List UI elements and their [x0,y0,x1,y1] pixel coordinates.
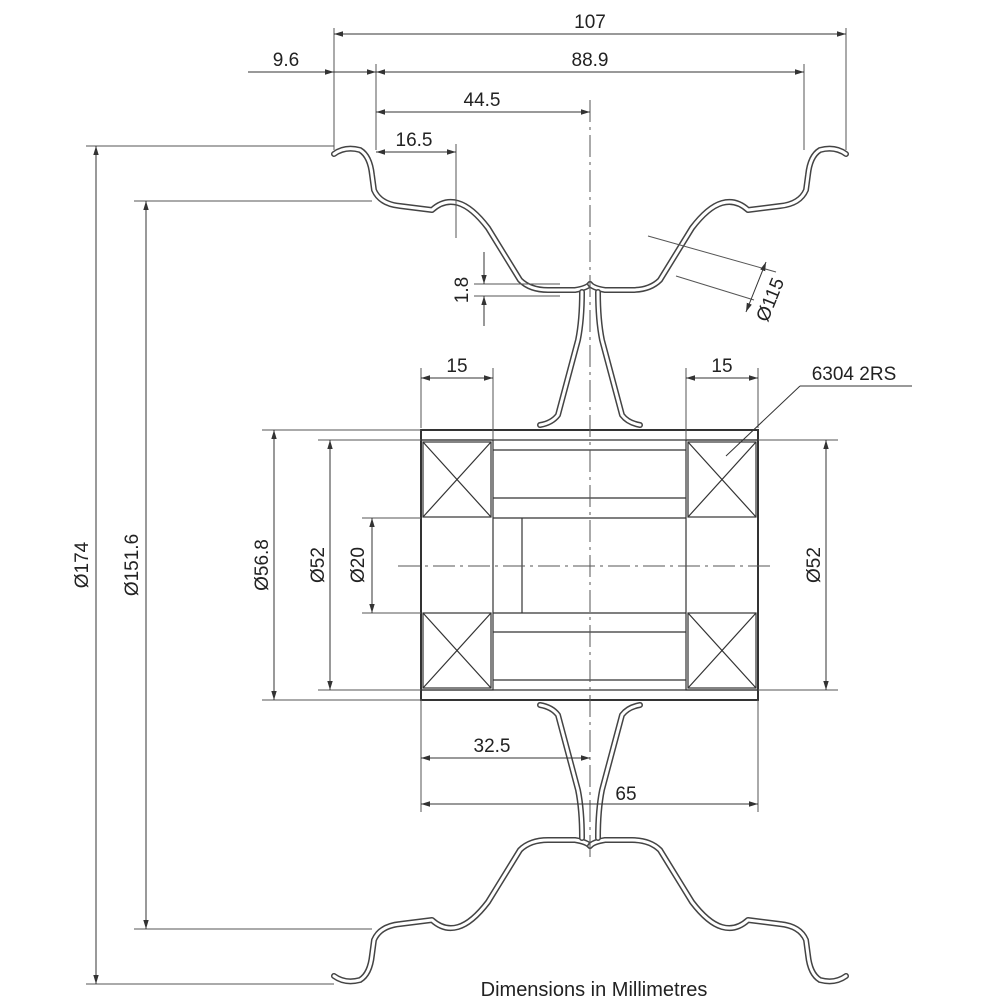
bearing-left [420,439,494,691]
dimension-lines [86,28,912,985]
dim-bearing-width-left: 15 [446,356,467,377]
dim-dia-20: Ø20 [348,547,369,583]
dim-web-thickness: 1.8 [452,277,473,303]
dim-overall-width: 107 [574,12,606,33]
rim-profile-top [331,145,849,428]
dim-dia-56-8: Ø56.8 [252,539,273,591]
dim-rim-width: 88.9 [572,50,609,71]
dim-dia-174: Ø174 [72,541,93,588]
bearing-right [685,439,759,691]
dim-dia-52-left: Ø52 [308,547,329,583]
dim-offset: 9.6 [273,50,299,71]
dimension-labels: 107 9.6 88.9 44.5 16.5 1.8 Ø115 15 15 63… [72,12,896,1001]
dim-bearing-width-right: 15 [711,356,732,377]
rim-profile-bottom [331,702,849,985]
dim-dia-151-6: Ø151.6 [122,534,143,596]
bearing-spec-label: 6304 2RS [812,364,897,385]
dim-hub-width: 65 [615,784,636,805]
dim-half-width: 44.5 [464,90,501,111]
dim-flange-offset: 16.5 [396,130,433,151]
drawing-caption: Dimensions in Millimetres [481,979,708,1001]
dim-hub-half: 32.5 [474,736,511,757]
dim-dia-52-right: Ø52 [804,547,825,583]
